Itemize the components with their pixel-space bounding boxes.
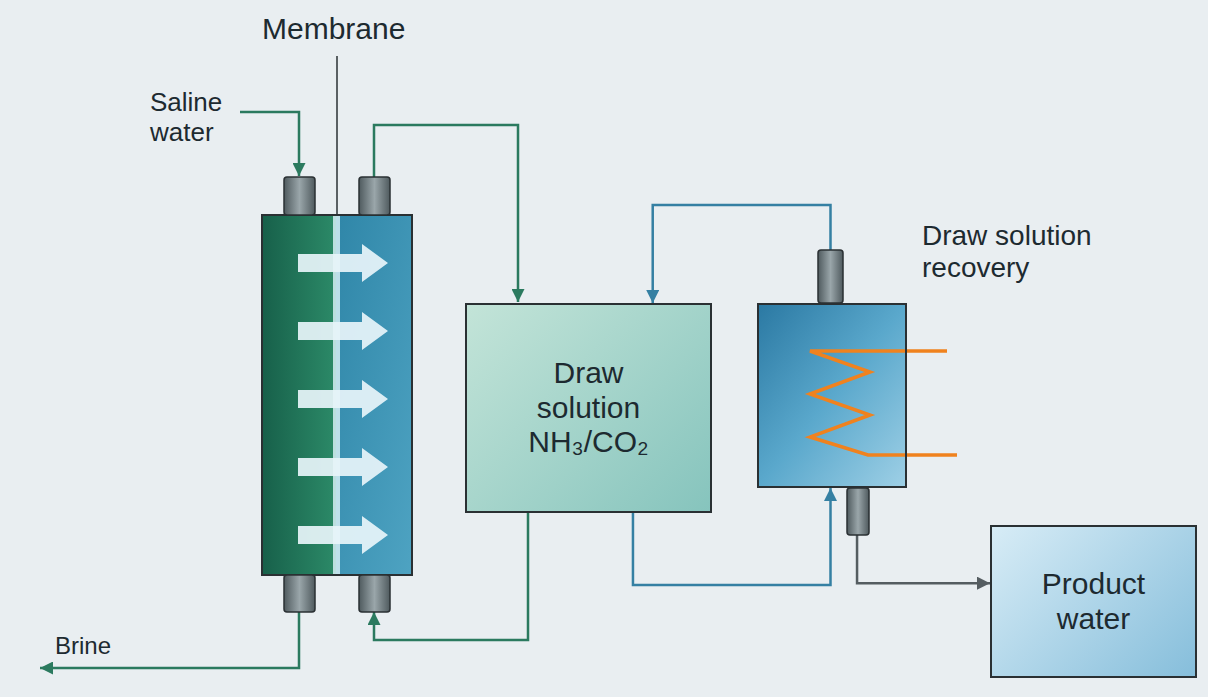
flow-arrow [653,205,831,303]
pipe-cap [847,488,869,535]
box-label: Product water [1006,567,1181,636]
pipe-cap [818,250,843,303]
recovery-column: Draw solution recovery [757,303,907,488]
box-label: Draw solution NH₃/CO₂ [504,356,674,460]
text-block: Draw solution NH₃/CO₂ [504,356,674,460]
flux-arrow [298,380,388,418]
text-block: Draw solution recovery [922,220,1097,284]
diluted-draw-arrow [374,125,518,302]
storage-tank: Product water [990,525,1197,678]
recovery-column-fill [757,303,907,488]
flux-arrow [298,312,388,350]
water-flux-arrows [298,244,388,554]
pipe-cap [359,575,390,612]
flow-arrow [857,488,990,583]
part-label: Membrane [262,12,462,47]
pipe-cap [284,177,315,215]
membrane-module [262,215,412,575]
process-box: Draw solution NH₃/CO₂ [465,303,712,513]
pipe-cap [359,177,390,215]
draw-feed-arrow [374,513,528,640]
flux-arrow [298,244,388,282]
membrane-leader [336,56,338,215]
flux-arrow [298,448,388,486]
column-heading: Draw solution recovery [922,220,1097,284]
text-block: Product water [1006,567,1181,636]
pipe-cap [284,575,315,612]
inlet-label: Saline water [150,88,270,148]
module-outline [262,215,412,575]
heating-coil [810,351,957,455]
flux-arrow [298,516,388,554]
module-caps [284,177,869,612]
outlet-label: Brine [55,632,175,660]
saline-inlet-arrow [240,112,299,176]
brine-outlet-arrow [40,612,299,668]
module-pipes [40,112,528,668]
